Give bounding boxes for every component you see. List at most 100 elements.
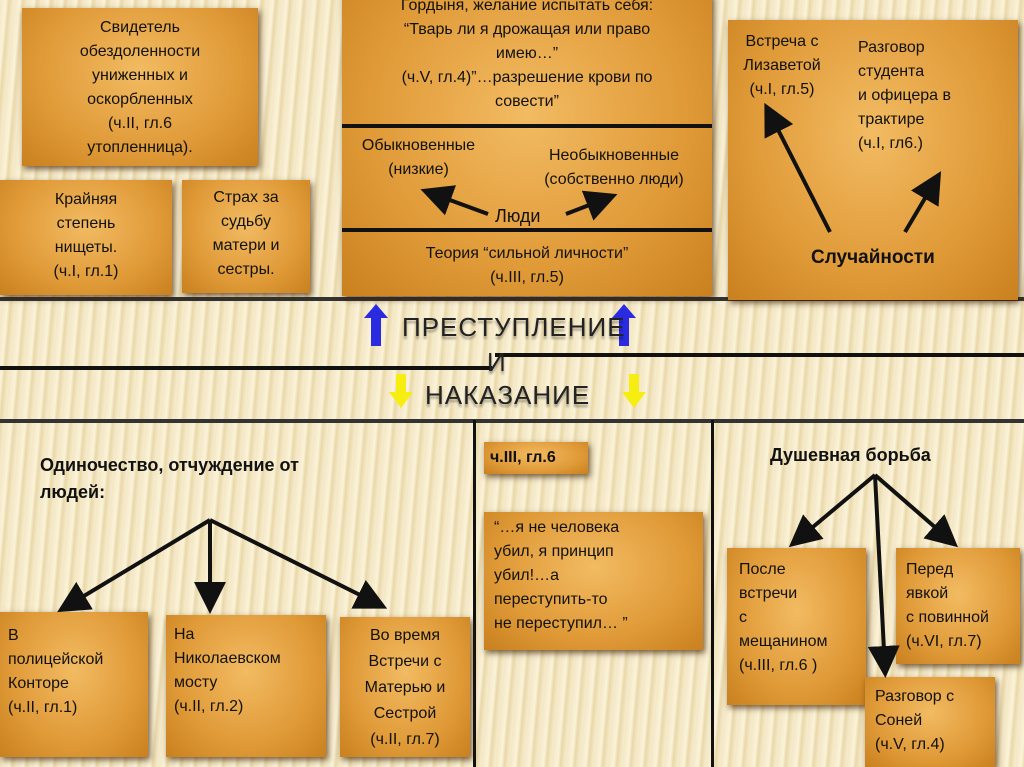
text-line: Разговор с — [875, 688, 955, 705]
quote-box: “…я не человека убил, я принцип убил!…а … — [484, 512, 703, 650]
loneliness-heading: Одиночество, отчуждение от людей: — [40, 452, 299, 506]
arrow-to-police — [57, 518, 212, 613]
extraordinary-label: Необыкновенные (собственно люди) — [524, 144, 704, 192]
sonya-talk-box: Разговор с Соней (ч.V, гл.4) — [865, 677, 995, 767]
text-line: Теория “сильной личности” — [425, 245, 629, 262]
text-line: судьбу — [221, 213, 271, 230]
arrow-to-sonya — [867, 474, 900, 678]
text-line: (собственно люди) — [544, 171, 684, 188]
text-line: явкой — [906, 585, 949, 602]
text-line: Встреча с — [745, 33, 819, 50]
text-line: Конторе — [8, 675, 69, 692]
text-line: обездоленности — [79, 43, 201, 60]
text-line: “…я не человека — [494, 519, 620, 536]
text-line: студента — [858, 63, 925, 80]
text-line: В — [8, 627, 19, 644]
talk-label: Разговор студента и офицера в трактире (… — [858, 36, 951, 156]
text-line: матери и — [212, 237, 280, 254]
divider-mid-left — [0, 366, 492, 370]
text-line: трактире — [858, 111, 925, 128]
divider-bottom — [0, 419, 1024, 423]
text-line: На — [174, 626, 195, 643]
before-confession-box: Перед явкой с повинной (ч.VI, гл.7) — [896, 548, 1020, 664]
title-punishment: НАКАЗАНИЕ — [425, 380, 591, 410]
up-arrow-left-icon — [362, 302, 390, 350]
poverty-box: Крайняя степень нищеты. (ч.I, гл.1) — [0, 180, 172, 295]
text-line: Соней — [875, 712, 923, 729]
text-line: оскорбленных — [87, 91, 193, 108]
people-label: Люди — [495, 206, 541, 226]
chapter-ref-box: ч.III, гл.6 — [484, 442, 588, 474]
pride-text: Гордыня, желание испытать себя: “Тварь л… — [342, 0, 712, 114]
text-line: (ч.II, гл.6 — [107, 115, 173, 132]
text-line: убил!…а — [494, 567, 559, 584]
divider-mid-right — [495, 353, 1024, 357]
after-meeting-box: После встречи с мещанином (ч.III, гл.6 ) — [727, 548, 866, 705]
title-and: И — [487, 347, 507, 377]
text-line: Обыкновенные — [361, 137, 476, 154]
fear-box: Страх за судьбу матери и сестры. — [182, 180, 310, 293]
theory-text: Теория “сильной личности” (ч.III, гл.5) — [342, 242, 712, 290]
text-line: (ч.V, гл.4) — [875, 736, 945, 753]
family-meeting-box: Во время Встречи с Матерью и Сестрой (ч.… — [340, 617, 470, 757]
ordinary-label: Обыкновенные (низкие) — [346, 134, 491, 182]
inner-struggle-heading: Душевная борьба — [770, 445, 931, 465]
center-box: Гордыня, желание испытать себя: “Тварь л… — [342, 0, 712, 296]
text-line: утопленница). — [87, 139, 193, 156]
chance-box: Встреча с Лизаветой (ч.I, гл.5) Разговор… — [728, 20, 1018, 300]
text-line: с повинной — [906, 609, 989, 626]
text-line: совести” — [495, 93, 559, 110]
witness-box: Свидетель обездоленности униженных и оск… — [22, 8, 258, 166]
text-line: (ч.VI, гл.7) — [906, 633, 982, 650]
down-arrow-left-icon — [387, 372, 415, 420]
text-line: Сестрой — [373, 705, 437, 722]
text-line: переступить-то — [494, 591, 608, 608]
up-arrow-right-icon — [610, 302, 638, 350]
text-line: “Тварь ли я дрожащая или право — [403, 21, 651, 38]
text-line: мосту — [174, 674, 218, 691]
bridge-box: На Николаевском мосту (ч.II, гл.2) — [166, 615, 326, 757]
chance-label: Случайности — [811, 247, 935, 268]
text-line: мещанином — [739, 633, 828, 650]
text-line: Николаевском — [174, 650, 281, 667]
text-line: (ч.V, гл.4)”…разрешение крови по — [401, 69, 653, 86]
text-line: Гордыня, желание испытать себя: — [400, 0, 654, 14]
text-line: Свидетель — [100, 19, 180, 36]
text-line: Встречи с — [368, 653, 442, 670]
text-line: людей: — [40, 482, 106, 502]
text-line: После — [739, 561, 786, 578]
text-line: (низкие) — [388, 161, 449, 178]
text-line: Перед — [906, 561, 954, 578]
text-line: полицейской — [8, 651, 104, 668]
text-line: (ч.III, гл.5) — [490, 269, 564, 286]
text-line: (ч.II, гл.7) — [370, 731, 440, 748]
text-line: встречи — [739, 585, 798, 602]
center-line-2 — [342, 228, 712, 232]
divider-top — [0, 297, 1024, 301]
text-line: не переступил… ” — [494, 615, 628, 632]
text-line: (ч.II, гл.1) — [8, 699, 78, 716]
text-line: степень — [56, 215, 116, 232]
text-line: (ч.I, гл.1) — [53, 263, 119, 280]
title-crime: ПРЕСТУПЛЕНИЕ — [402, 312, 626, 342]
text-line: (ч.II, гл.2) — [174, 698, 244, 715]
text-line: Во время — [370, 627, 440, 644]
text-line: с — [739, 609, 747, 626]
text-line: (ч.III, гл.6 ) — [739, 657, 818, 674]
meeting-label: Встреча с Лизаветой (ч.I, гл.5) — [732, 30, 832, 102]
text-line: нищеты. — [54, 239, 118, 256]
arrow-to-after — [788, 473, 877, 548]
text-line: Разговор — [858, 39, 925, 56]
text-line: Крайняя — [54, 191, 118, 208]
text-line: (ч.I, гл6.) — [858, 135, 923, 152]
text-line: сестры. — [217, 261, 275, 278]
text-line: униженных и — [92, 67, 188, 84]
down-arrow-right-icon — [620, 372, 648, 420]
text-line: Лизаветой — [743, 57, 821, 74]
column-divider-1 — [473, 420, 476, 767]
text-line: имею…” — [495, 45, 559, 62]
arrow-to-before — [873, 473, 959, 548]
text-line: (ч.I, гл.5) — [749, 81, 815, 98]
column-divider-2 — [711, 420, 714, 767]
center-line-1 — [342, 124, 712, 128]
